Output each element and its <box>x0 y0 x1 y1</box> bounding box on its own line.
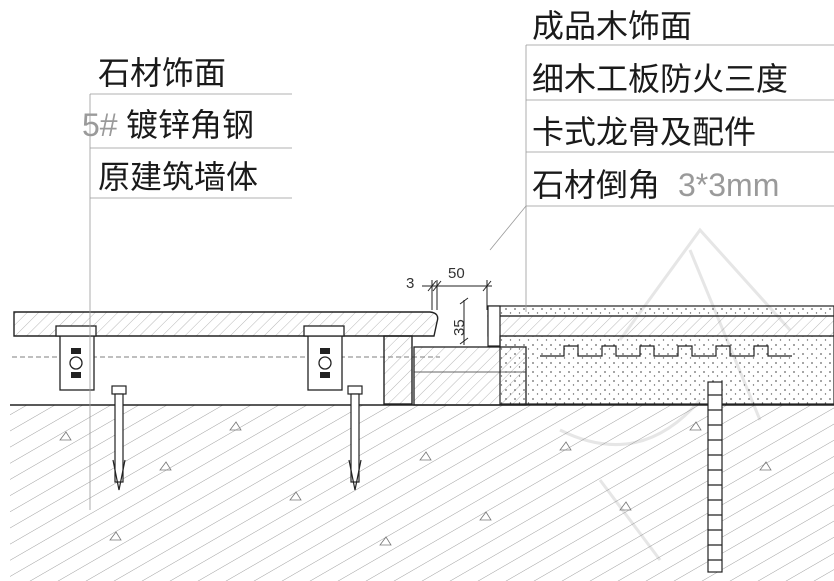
dim-35: 35 <box>451 319 468 336</box>
dim-3: 3 <box>406 275 414 292</box>
wood-floor-assembly <box>487 305 834 405</box>
dim-50: 50 <box>448 265 465 282</box>
right-leader <box>489 44 834 312</box>
label-stone-finish: 石材饰面 <box>98 54 226 92</box>
expansion-bolt-left <box>111 385 127 491</box>
left-leader <box>89 93 292 510</box>
label-chamfer-size: 3*3mm <box>678 167 779 203</box>
label-steel-angle: 镀锌角钢 <box>126 106 254 144</box>
label-keel: 卡式龙骨及配件 <box>532 113 756 151</box>
steel-angle-right <box>303 325 345 391</box>
concrete-aggregate <box>59 421 772 546</box>
stone-return <box>383 335 413 405</box>
label-stone-chamfer: 石材倒角 <box>532 166 660 204</box>
concrete-slab <box>10 405 834 581</box>
label-steel-angle-num: 5# <box>82 107 118 143</box>
steel-angle-left <box>55 325 97 391</box>
anchor-rod <box>707 381 723 573</box>
label-fire-board: 细木工板防火三度 <box>532 60 788 98</box>
expansion-bolt-right <box>347 385 363 491</box>
dimension-lines <box>422 280 492 345</box>
label-wood-finish: 成品木饰面 <box>532 7 692 45</box>
label-original-wall: 原建筑墙体 <box>98 158 258 196</box>
